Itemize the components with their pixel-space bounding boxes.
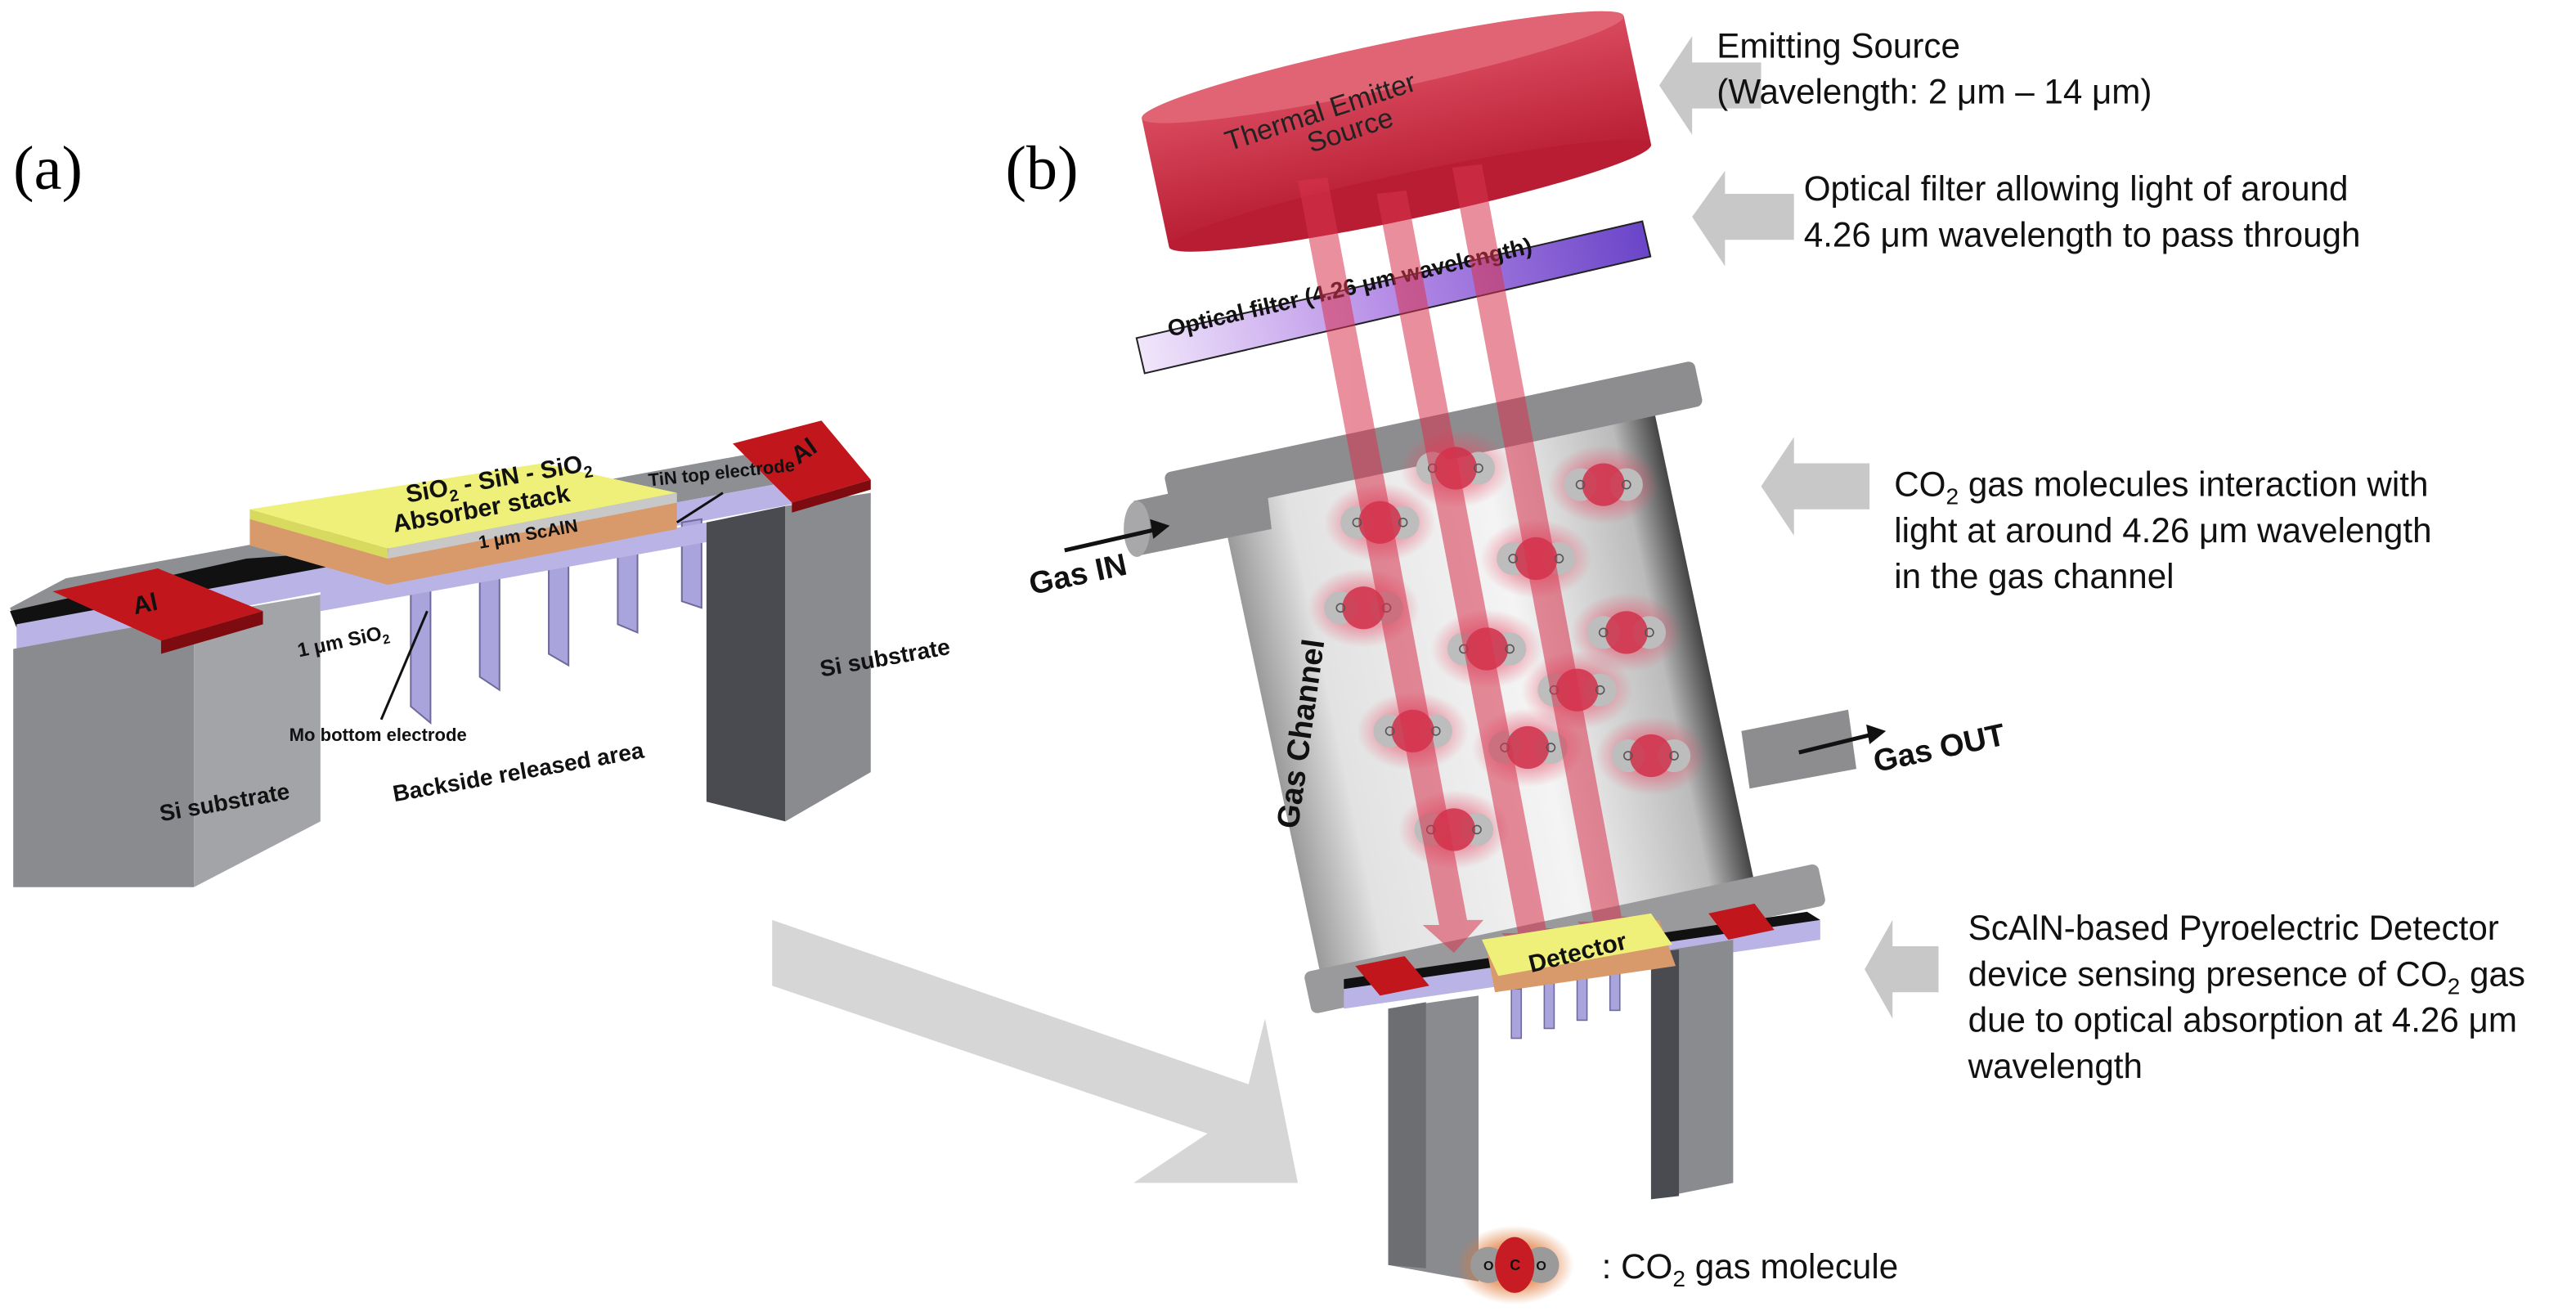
oxygen-atom-label: O	[1483, 1259, 1494, 1273]
co2-molecule	[1594, 716, 1708, 797]
si-substrate-left	[13, 616, 195, 887]
absorber-stack	[249, 463, 677, 549]
carbon-atom-label: C	[1510, 1257, 1520, 1273]
beam	[1452, 164, 1638, 950]
gas-in-tube	[1124, 473, 1272, 557]
note-detector-2: device sensing presence of CO2 gas	[1968, 954, 2525, 999]
gas-out-tube	[1741, 709, 1857, 789]
gas-out-arrowhead-icon	[1866, 724, 1887, 744]
al-pad-right-side	[792, 479, 871, 513]
si-substrate-right-side	[785, 492, 871, 822]
si-substrate-left-side	[194, 595, 321, 887]
al-pad-left-side	[160, 611, 263, 654]
backside-label: Backside released area	[391, 738, 646, 807]
membrane-fins	[320, 518, 707, 725]
beam	[1298, 177, 1484, 954]
mo-label: Mo bottom electrode	[289, 725, 467, 745]
note-emitting-1: Emitting Source	[1717, 26, 1960, 65]
al-pad-left	[52, 568, 263, 641]
oxygen-atom-label: O	[1536, 1259, 1546, 1273]
note-filter-1: Optical filter allowing light of around	[1804, 169, 2349, 208]
co2-molecule-legend-icon: C O O	[1455, 1225, 1574, 1304]
mo-pointer	[379, 610, 429, 721]
absorber-front	[388, 492, 677, 559]
si-substrate-right	[706, 505, 786, 822]
gas-out-label: Gas OUT	[1870, 717, 2008, 779]
note-co2-3: in the gas channel	[1894, 557, 2174, 595]
panel-b-label: (b)	[1005, 133, 1078, 203]
note-filter-2: 4.26 μm wavelength to pass through	[1804, 215, 2361, 254]
gas-in-label: Gas IN	[1026, 547, 1130, 602]
co2-molecule	[1546, 444, 1660, 525]
optical-filter	[1135, 220, 1652, 375]
beam	[1376, 191, 1563, 962]
al-left-label: Al	[130, 589, 159, 621]
al-pad-right	[733, 420, 871, 503]
arrow-left-icon	[1692, 170, 1794, 267]
gas-out-arrow-icon	[1798, 732, 1874, 755]
note-detector-4: wavelength	[1968, 1047, 2143, 1085]
arrow-left-icon	[1865, 919, 1939, 1019]
panel-a-label: (a)	[13, 133, 83, 203]
callout-arrows	[1658, 36, 1939, 1019]
note-emitting-2: (Wavelength: 2 μm – 14 μm)	[1717, 73, 2152, 111]
note-detector-1: ScAlN-based Pyroelectric Detector	[1968, 909, 2499, 947]
tin-pointer	[675, 492, 724, 524]
arrow-left-icon	[1761, 437, 1870, 536]
pyroelectric-detector	[1344, 903, 1820, 1282]
arrow-left-icon	[1658, 36, 1761, 135]
pyroelectric-device	[10, 420, 871, 887]
thermal-emitter	[1142, 11, 1652, 252]
absorber-left	[249, 509, 388, 559]
note-co2-1: CO2 gas molecules interaction with	[1894, 465, 2428, 510]
gas-in-arrowhead-icon	[1150, 519, 1170, 539]
notes: Emitting Source (Wavelength: 2 μm – 14 μ…	[1717, 26, 2525, 1084]
infrared-beams	[1298, 164, 1638, 962]
gas-in-arrow-icon	[1064, 527, 1159, 553]
legend-label: : CO2 gas molecule	[1602, 1247, 1899, 1291]
note-detector-3: due to optical absorption at 4.26 μm	[1968, 1001, 2517, 1039]
legend: C O O : CO2 gas molecule	[1455, 1225, 1899, 1304]
note-co2-2: light at around 4.26 μm wavelength	[1894, 511, 2431, 550]
transition-arrow	[772, 919, 1299, 1183]
